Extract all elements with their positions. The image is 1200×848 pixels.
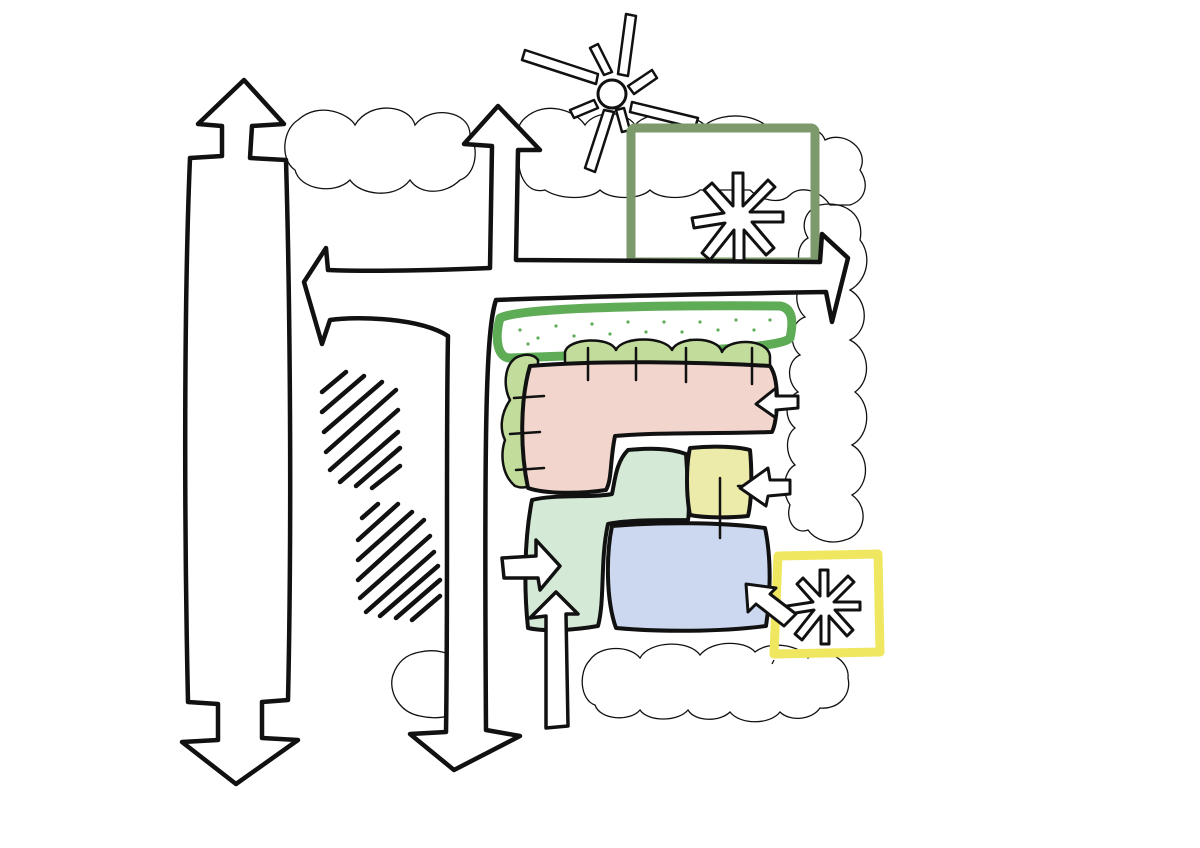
tree-canopy-row-top bbox=[284, 107, 476, 194]
hatched-area-upper bbox=[319, 369, 403, 491]
zone-pink bbox=[520, 360, 779, 495]
entry-arrow-bottom-mint bbox=[528, 590, 580, 730]
tree-canopy-row-bottom bbox=[581, 642, 850, 723]
zone-blue bbox=[605, 521, 772, 633]
entry-arrow-yellow bbox=[738, 466, 792, 508]
garden-bottom-right bbox=[769, 549, 885, 665]
entry-arrow-pink bbox=[754, 386, 800, 420]
entry-arrow-blue bbox=[744, 582, 798, 628]
hatched-area-lower bbox=[355, 501, 443, 623]
asterisk-icon bbox=[690, 171, 785, 268]
asterisk-icon bbox=[785, 568, 862, 646]
entry-arrow-left-mint bbox=[500, 538, 562, 592]
main-road-arrow bbox=[179, 77, 301, 787]
tree-canopy-column-right bbox=[783, 203, 868, 543]
sun-icon bbox=[520, 12, 700, 174]
access-road-network bbox=[301, 103, 851, 773]
